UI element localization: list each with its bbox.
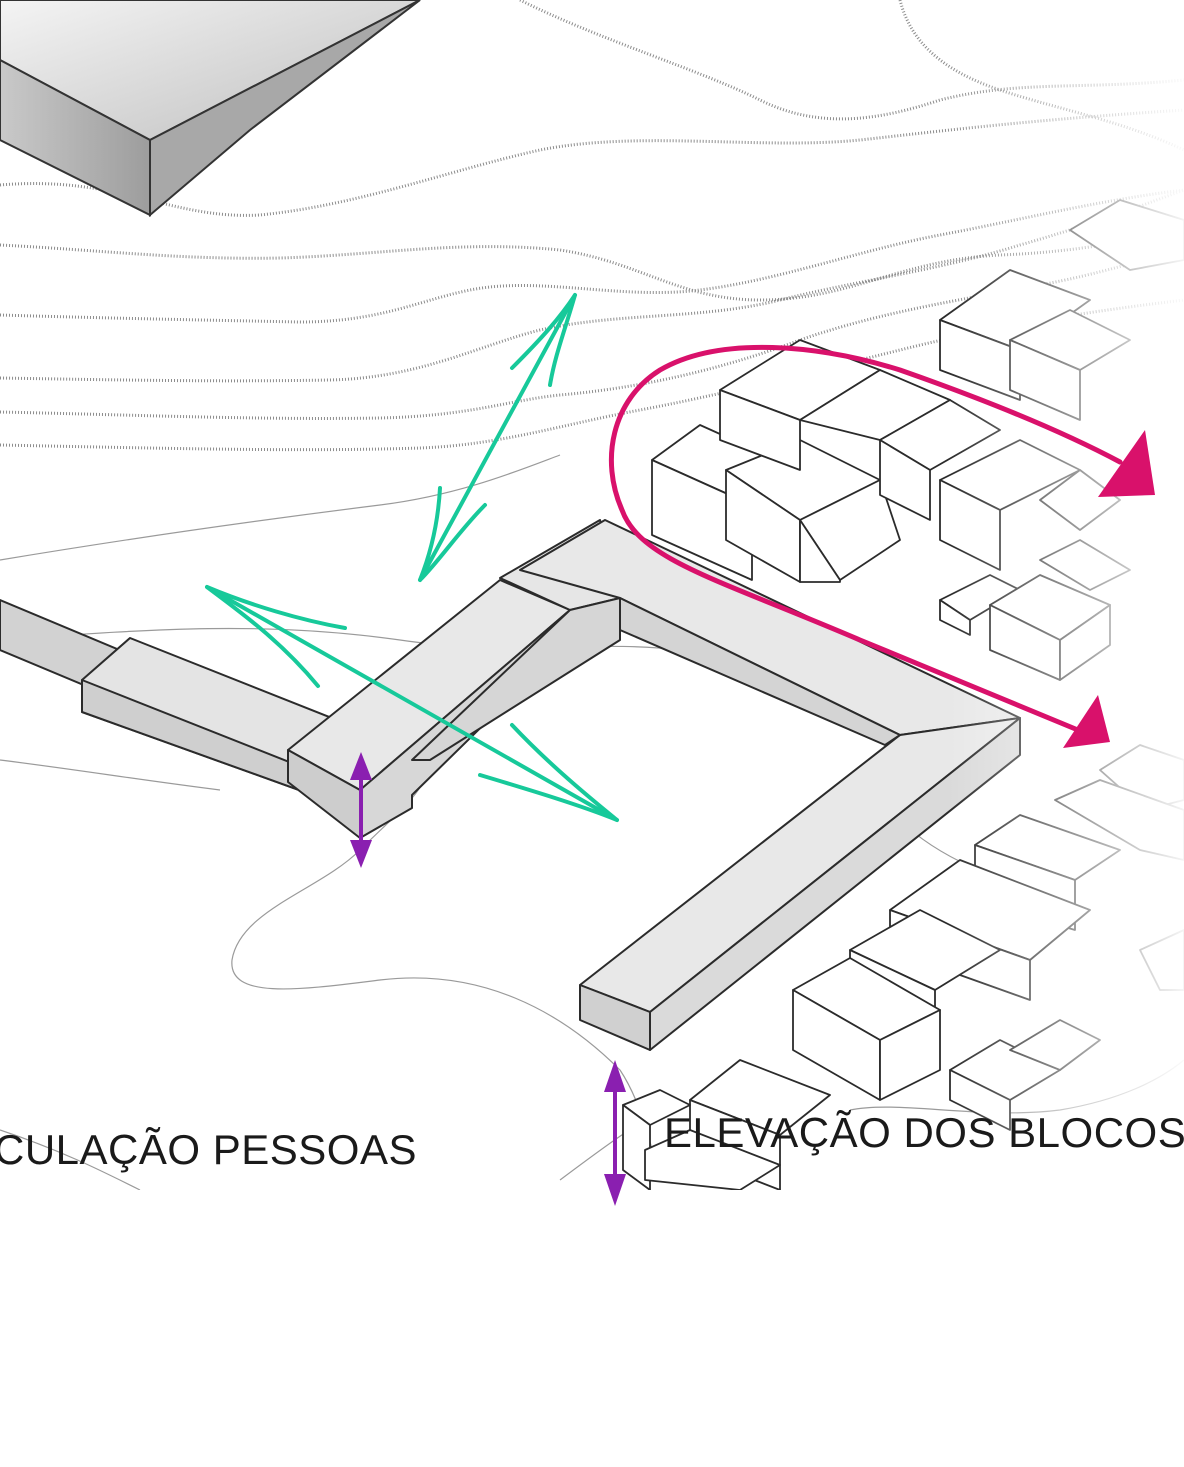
elevation-arrow-icon	[604, 1060, 626, 1206]
edge-fade	[0, 0, 1184, 1190]
site-axonometric-diagram	[0, 0, 1184, 1190]
vehicle-arrowhead-bottom	[1063, 695, 1110, 748]
vehicle-circulation-arrow	[609, 344, 1155, 748]
people-circulation-arrows	[205, 293, 619, 822]
legend-people-circulation-label: CULAÇÃO PESSOAS	[0, 1126, 417, 1173]
legend-block-elevation-label: ELEVAÇÃO DOS BLOCOS	[664, 1109, 1184, 1156]
vehicle-arrowhead-top	[1098, 430, 1155, 497]
elevation-arrow-diagram	[350, 752, 372, 868]
legend-block-elevation: ELEVAÇÃO DOS BLOCOS	[600, 1060, 1184, 1206]
legend-people-circulation: CULAÇÃO PESSOAS	[0, 1085, 417, 1215]
